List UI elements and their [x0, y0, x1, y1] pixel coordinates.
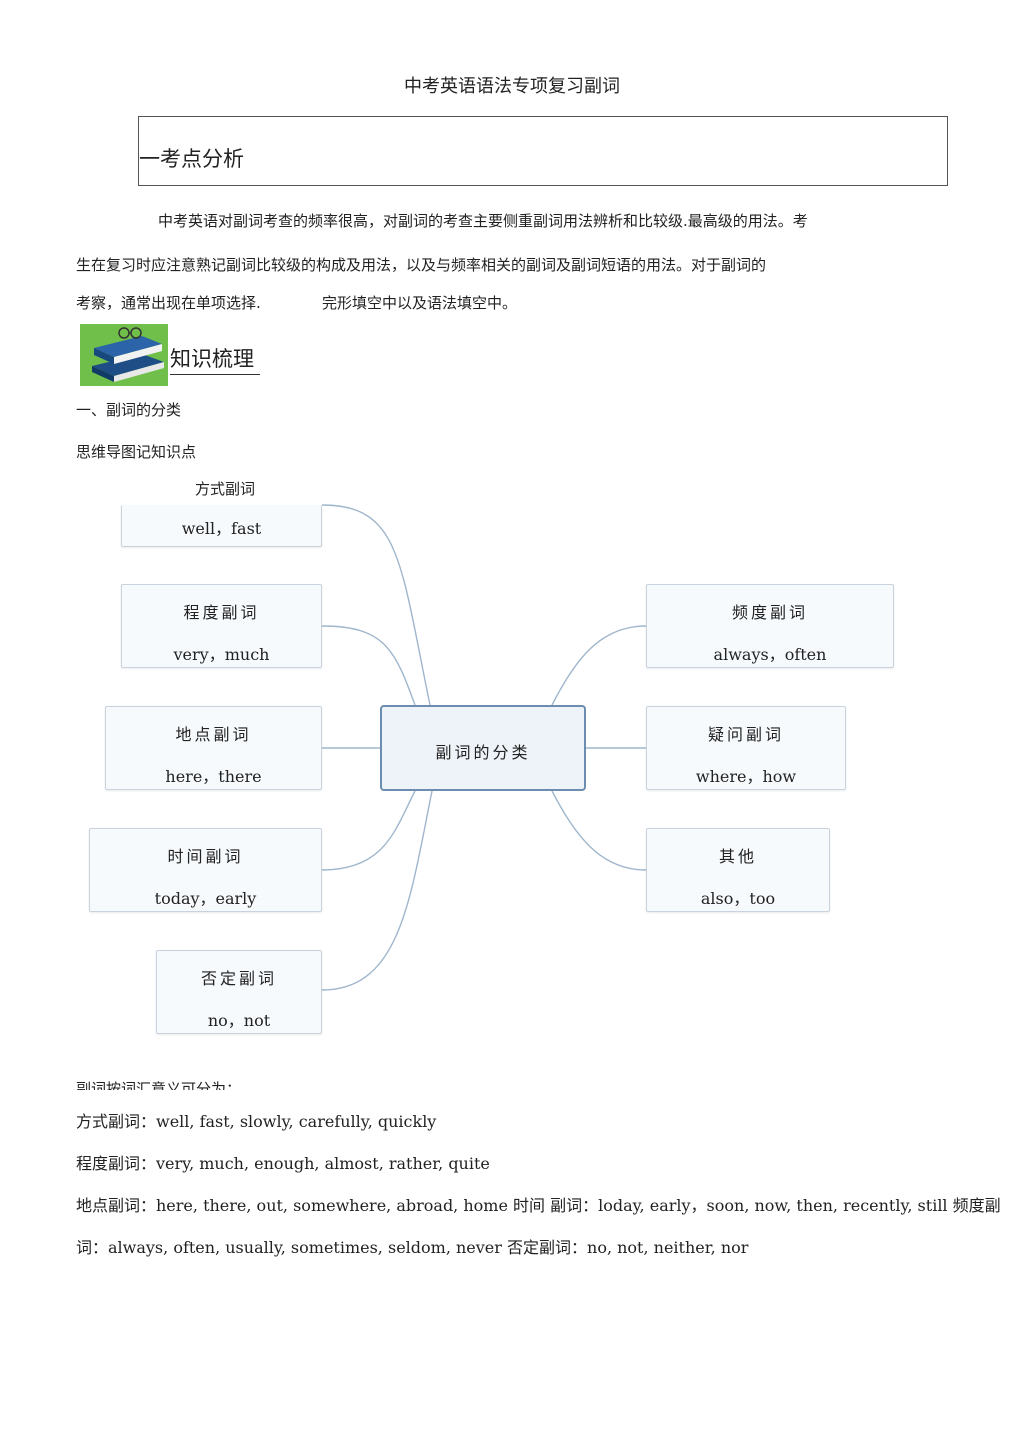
node-value: well，fast [181, 519, 262, 538]
section-heading: 一考点分析 [139, 147, 244, 171]
mindmap-node-place: 地点副词 here，there [105, 706, 322, 790]
list-item: 词：always, often, usually, sometimes, sel… [76, 1238, 749, 1257]
node-head: 频度副词 [731, 603, 808, 622]
node-value: today，early [154, 889, 257, 908]
section-heading-box: 一考点分析 [138, 116, 948, 186]
node-head: 疑问副词 [707, 725, 784, 744]
node-head: 否定副词 [200, 969, 277, 988]
mindmap-center: 副词的分类 [380, 705, 586, 791]
node-head: 地点副词 [175, 725, 252, 744]
paragraph-line: 中考英语对副词考查的频率很高，对副词的考查主要侧重副词用法辨析和比较级.最高级的… [158, 212, 808, 230]
mindmap-top-label: 方式副词 [195, 480, 256, 498]
mindmap-node-interrogative: 疑问副词 where，how [646, 706, 846, 790]
page-title: 中考英语语法专项复习副词 [404, 76, 620, 97]
paragraph-line: 生在复习时应注意熟记副词比较级的构成及用法，以及与频率相关的副词及副词短语的用法… [76, 256, 767, 274]
section-heading-2: 知识梳理 [170, 344, 260, 375]
node-value: no，not [207, 1011, 271, 1030]
mindmap-node-manner: well，fast [121, 505, 322, 547]
list-item: 地点副词：here, there, out, somewhere, abroad… [76, 1196, 1001, 1215]
subheading: 一、副词的分类 [76, 401, 182, 419]
node-value: very，much [173, 645, 270, 664]
list-item: 方式副词：well, fast, slowly, carefully, quic… [76, 1112, 437, 1131]
cut-off-line: 副词按词汇意义可分为： [76, 1080, 242, 1090]
node-value: where，how [695, 767, 797, 786]
mindmap-node-degree: 程度副词 very，much [121, 584, 322, 668]
node-value: also，too [700, 889, 776, 908]
node-head: 其他 [718, 847, 757, 866]
node-value: here，there [165, 767, 262, 786]
node-head: 时间副词 [167, 847, 244, 866]
mindmap-node-frequency: 频度副词 always，often [646, 584, 894, 668]
mindmap-node-time: 时间副词 today，early [89, 828, 322, 912]
node-value: always，often [713, 645, 827, 664]
list-item: 程度副词：very, much, enough, almost, rather,… [76, 1154, 490, 1173]
subheading: 思维导图记知识点 [76, 443, 197, 461]
paragraph-line: 考察，通常出现在单项选择. [76, 294, 261, 312]
center-label: 副词的分类 [435, 743, 531, 762]
mindmap-node-other: 其他 also，too [646, 828, 830, 912]
node-head: 程度副词 [183, 603, 260, 622]
books-icon [80, 324, 168, 386]
mindmap-node-negative: 否定副词 no，not [156, 950, 322, 1034]
paragraph-line: 完形填空中以及语法填空中。 [322, 294, 518, 312]
